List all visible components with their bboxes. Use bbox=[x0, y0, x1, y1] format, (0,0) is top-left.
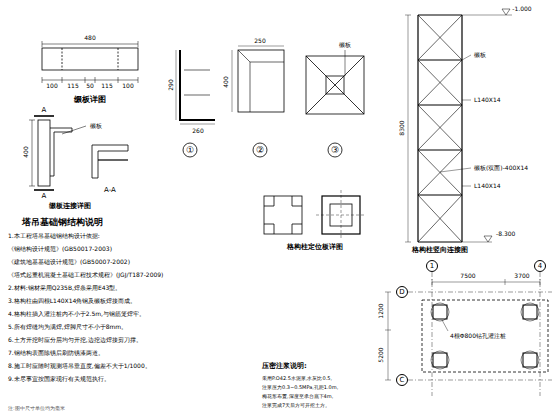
drawing-label: 5.所有焊缝均为满焊,焊脚尺寸不小于8mm。 bbox=[8, 324, 127, 330]
drawing-label: 100 bbox=[122, 83, 133, 89]
drawing-title: 塔吊基础钢结构说明 bbox=[22, 218, 103, 227]
axis-label: C bbox=[400, 377, 405, 384]
drawing-label: 4.格构柱插入灌注桩内不小于2.5m,与钢筋笼焊牢。 bbox=[8, 311, 145, 317]
drawing-label: 缀板(双面)-400X14 bbox=[474, 165, 528, 171]
drawing-label: 《建筑地基基础设计规范》(GB50007-2002) bbox=[8, 259, 130, 265]
drawing-label: A bbox=[42, 193, 47, 200]
drawing-label: L140X14 bbox=[474, 183, 501, 189]
drawing-label: 采用P.O42.5水泥浆,水灰比0.5, bbox=[262, 376, 332, 381]
dimension-text: 5200 bbox=[378, 347, 384, 362]
drawing-label: 260 bbox=[192, 128, 203, 134]
drawing-label: ② bbox=[256, 146, 264, 155]
drawing-label: 《塔式起重机混凝土基础工程技术规程》(JGJ/T187-2009) bbox=[8, 272, 163, 278]
drawing-label: 7500 bbox=[460, 273, 475, 279]
drawing-title: 格构柱竖向连接图 bbox=[412, 247, 468, 254]
drawing-label: ③ bbox=[331, 146, 339, 155]
drawing-label: 480 bbox=[84, 35, 95, 41]
drawing-label: 4根Φ800钻孔灌注桩 bbox=[450, 333, 506, 339]
drawing-label: 1.本工程塔吊基础钢结构设计依据: bbox=[8, 233, 100, 239]
drawing-label: 缀板 bbox=[90, 123, 102, 129]
axis-label: D bbox=[399, 289, 404, 296]
drawing-label: 注浆完成7天后方可开挖土方。 bbox=[262, 403, 330, 408]
axis-label: 4 bbox=[538, 263, 542, 270]
drawing-label: 2.材料:钢材采用Q235B,焊条采用E43型。 bbox=[8, 285, 121, 291]
drawing-label: A-A bbox=[104, 187, 116, 194]
dimension-text: 400 bbox=[23, 146, 29, 157]
axis-label: 1 bbox=[430, 263, 434, 270]
dimension-text: 400 bbox=[223, 76, 229, 87]
axis-bubble: D bbox=[396, 286, 408, 298]
drawing-title: 缀板详图 bbox=[74, 96, 106, 104]
drawing-label: 注浆压力0.3~0.5MPa,孔距1.0m, bbox=[262, 385, 338, 390]
drawing-label: 注:图中尺寸单位均为毫米 bbox=[8, 406, 65, 411]
drawing-label: 缀板 bbox=[339, 42, 351, 48]
dimension-text: 8300 bbox=[399, 120, 405, 135]
drawing-label: 梅花形布置,深度至承台底下4m, bbox=[262, 394, 333, 399]
drawing-label: A bbox=[42, 107, 47, 114]
axis-bubble: 4 bbox=[534, 260, 546, 272]
dimension-text: 1200 bbox=[378, 303, 384, 318]
drawing-label: -1.000 bbox=[512, 6, 531, 12]
drawing-label: 《钢结构设计规范》(GB50017-2003) bbox=[8, 246, 112, 252]
drawing-label: 3.格构柱由四根L140X14角钢及缀板焊接而成。 bbox=[8, 298, 136, 304]
drawing-label: 50 bbox=[86, 83, 94, 89]
drawing-label: L140X14 bbox=[474, 97, 501, 103]
drawing-label: 6.土方开挖时应分层均匀开挖,边挖边焊接剪刀撑。 bbox=[8, 337, 142, 343]
drawing-label: 100 bbox=[46, 83, 57, 89]
drawing-label: 115 bbox=[101, 83, 112, 89]
drawing-label: 8.施工时应随时观测塔吊垂直度,偏差不大于1/1000。 bbox=[8, 363, 151, 369]
axis-bubble: 1 bbox=[426, 260, 438, 272]
drawing-label: 7.钢结构表面除锈后刷防锈漆两道。 bbox=[8, 350, 104, 356]
drawing-label: ① bbox=[186, 146, 194, 155]
drawing-label: -8.300 bbox=[496, 231, 515, 237]
axis-bubble: C bbox=[396, 374, 408, 386]
drawing-label: 3700 bbox=[514, 273, 529, 279]
drawing-label: 缀板 bbox=[474, 52, 486, 58]
drawing-label: 9.未尽事宜按国家现行有关规范执行。 bbox=[8, 376, 110, 382]
drawing-title: 格构柱定位板详图 bbox=[287, 244, 343, 251]
drawing-title: 压密注浆说明: bbox=[262, 363, 307, 370]
drawing-title: 缀板连接详图 bbox=[49, 203, 91, 210]
drawing-label: 250 bbox=[254, 38, 265, 44]
drawing-label: 115 bbox=[67, 83, 78, 89]
dimension-text: 290 bbox=[168, 79, 174, 90]
